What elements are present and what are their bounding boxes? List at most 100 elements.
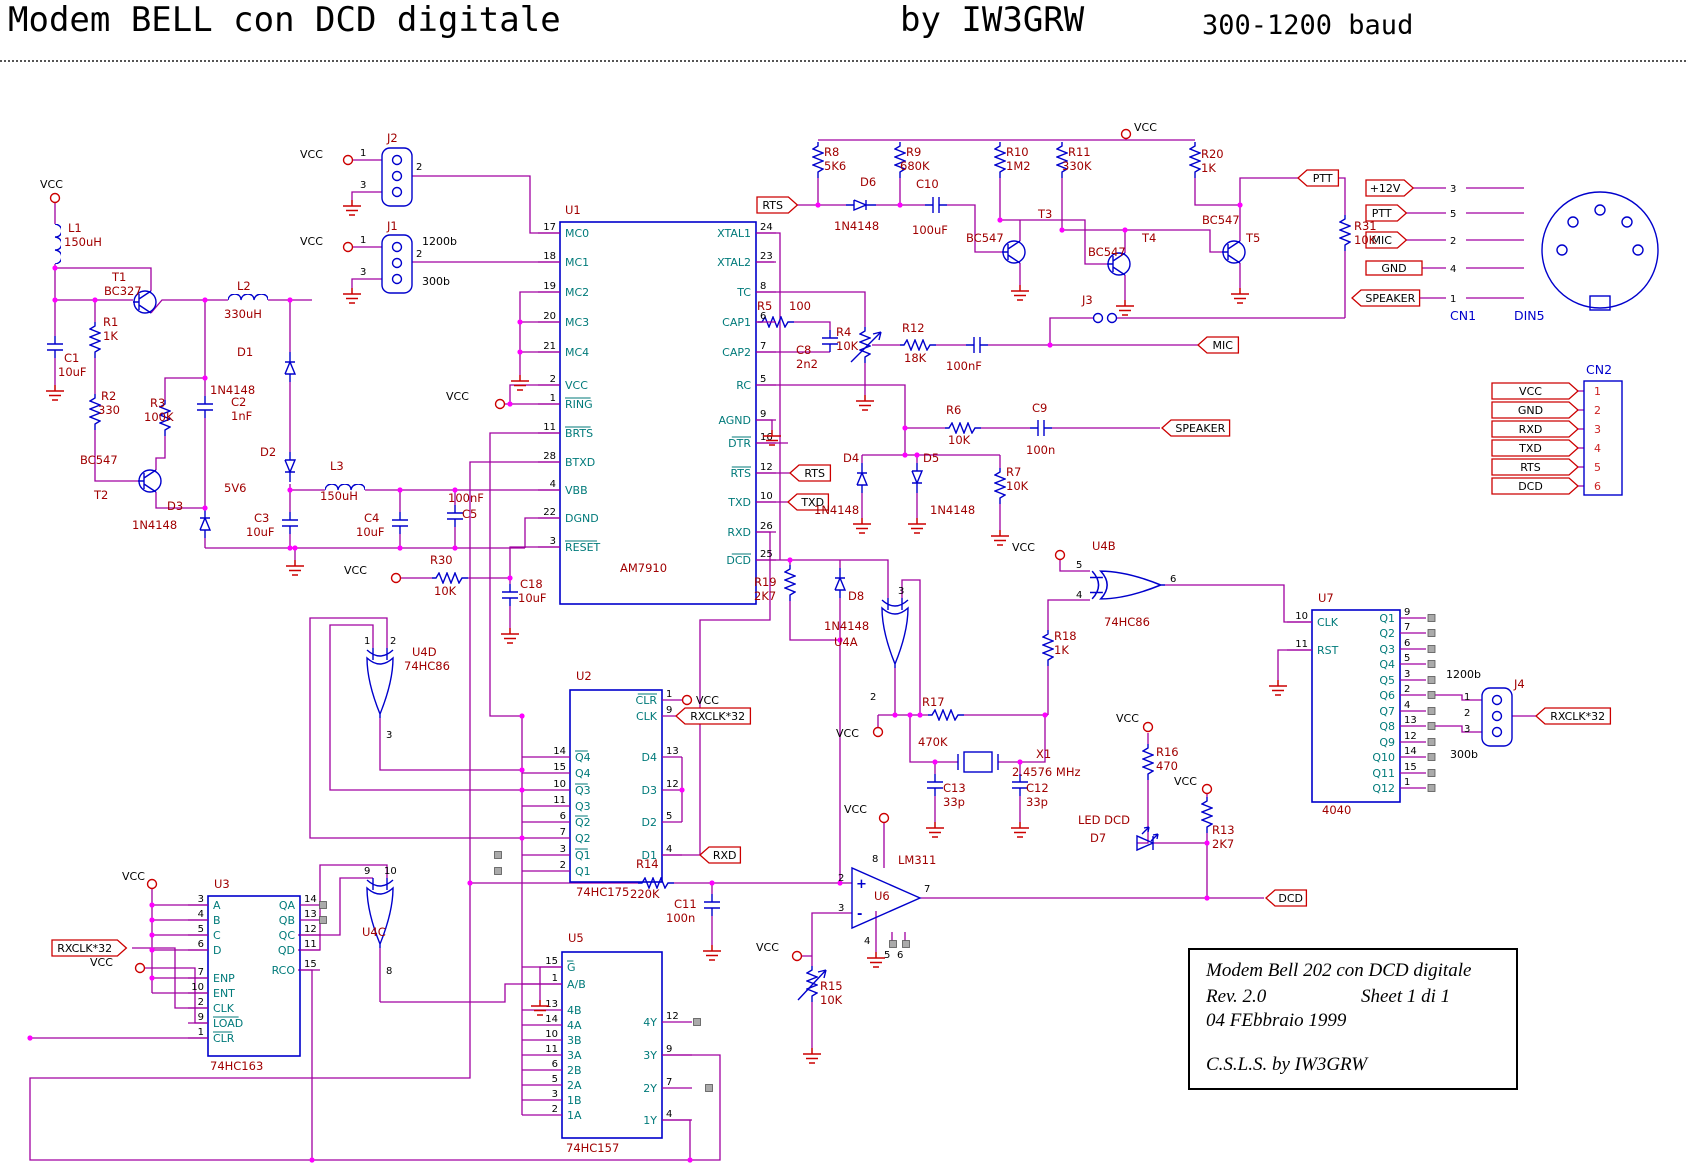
label-Q5: Q5	[1379, 674, 1395, 687]
flag-MIC: MIC	[1197, 336, 1240, 354]
junction-dot	[1042, 712, 1048, 718]
label-VCC: VCC	[836, 727, 859, 740]
label-VCC: VCC	[1012, 541, 1035, 554]
ground-symbol	[1269, 680, 1287, 696]
label-D1: D1	[237, 345, 253, 359]
label-5: 5	[884, 950, 890, 961]
label-10: 10	[384, 866, 397, 877]
junction-dot	[52, 297, 58, 303]
flag-PTT: PTT	[1365, 204, 1408, 222]
label-2.4576MHz: 2.4576 MHz	[1012, 765, 1081, 779]
vcc-terminal	[1201, 783, 1213, 795]
label-G: G	[567, 961, 576, 974]
label-4: 4	[1594, 442, 1601, 455]
label-DCD: DCD	[726, 554, 751, 567]
capacitor-C1	[47, 336, 63, 358]
label-Q4: Q4	[1379, 658, 1395, 671]
label-VCC: VCC	[344, 564, 367, 577]
label-1: 1	[550, 393, 556, 404]
junction-dot	[892, 712, 898, 718]
label-74HC175: 74HC175	[576, 885, 629, 899]
label-R10: R10	[1006, 145, 1029, 159]
label-Q1: Q1	[575, 849, 591, 862]
xor-gate-U4B	[1090, 569, 1165, 601]
label-TXD: TXD	[800, 496, 824, 509]
diode-D4	[856, 463, 868, 493]
label-1K: 1K	[1201, 161, 1216, 175]
label-1B: 1B	[567, 1094, 582, 1107]
label-1: 1	[198, 1027, 204, 1038]
junction-dot	[709, 880, 715, 886]
ground-symbol	[501, 628, 519, 644]
label-DCD: DCD	[1518, 480, 1543, 493]
label-TXD: TXD	[1518, 442, 1542, 455]
label-J2: J2	[386, 131, 398, 145]
label-+: +	[856, 877, 867, 892]
label-Q1: Q1	[1379, 612, 1395, 625]
label-2n2: 2n2	[796, 357, 818, 371]
label-10uF: 10uF	[518, 591, 547, 605]
label-11: 11	[543, 422, 556, 433]
label-1N4148: 1N4148	[814, 503, 859, 517]
label-11: 11	[553, 795, 566, 806]
baud-rate-note: 300-1200 baud	[1202, 10, 1414, 41]
flag-RXD: RXD	[1491, 420, 1579, 438]
label-6: 6	[1170, 574, 1176, 585]
label-13: 13	[545, 999, 558, 1010]
ground-symbol	[1116, 300, 1134, 316]
label-9: 9	[364, 866, 370, 877]
label-CLK: CLK	[636, 710, 658, 723]
label-ENP: ENP	[213, 972, 235, 985]
label-PTT: PTT	[1372, 207, 1392, 220]
label-MIC: MIC	[1371, 234, 1392, 247]
ground-symbol	[853, 518, 871, 534]
pad-U7-Q5	[1427, 676, 1436, 684]
diode-D8	[834, 568, 846, 598]
label-470: 470	[1156, 759, 1178, 773]
vcc-terminal	[390, 572, 402, 584]
label-74HC86: 74HC86	[1104, 615, 1150, 629]
label-2A: 2A	[567, 1079, 582, 1092]
label-1K: 1K	[103, 329, 118, 343]
label-U4A: U4A	[834, 635, 858, 649]
label-2: 2	[1594, 404, 1601, 417]
label-B: B	[213, 914, 221, 927]
label-D8: D8	[848, 589, 864, 603]
label-DTR: DTR	[728, 437, 751, 450]
label-5: 5	[198, 924, 204, 935]
inductor-L2	[228, 294, 268, 301]
label-220K: 220K	[630, 887, 660, 901]
junction-dot	[932, 759, 938, 765]
label-VCC: VCC	[696, 694, 719, 707]
pad	[889, 940, 897, 948]
label-2: 2	[1450, 236, 1456, 247]
vcc-terminal	[146, 878, 158, 890]
label-100n: 100n	[1026, 443, 1055, 457]
label-R11: R11	[1068, 145, 1091, 159]
label-Q11: Q11	[1372, 767, 1395, 780]
label-VCC: VCC	[565, 379, 588, 392]
label-R13: R13	[1212, 823, 1235, 837]
diode-D3	[199, 508, 211, 538]
title-block-title: Modem Bell 202 con DCD digitale	[1206, 960, 1472, 981]
pad-U7-Q2	[1427, 629, 1436, 637]
label-3B: 3B	[567, 1034, 582, 1047]
vcc-terminal	[494, 398, 506, 410]
label-4: 4	[198, 909, 204, 920]
ground-symbol	[531, 1000, 549, 1016]
pad	[705, 1084, 713, 1092]
label-7: 7	[1404, 622, 1410, 633]
flag-SPEAKER: SPEAKER	[1161, 419, 1231, 437]
label-BC547: BC547	[966, 231, 1004, 245]
label-15: 15	[304, 959, 317, 970]
label-+12V: +12V	[1370, 182, 1401, 195]
label-U5: U5	[568, 931, 584, 945]
label-D7: D7	[1090, 831, 1106, 845]
comparator-U6	[851, 866, 922, 930]
label-R31: R31	[1354, 219, 1377, 233]
label-Q2: Q2	[575, 832, 591, 845]
junction-dot	[467, 880, 473, 886]
